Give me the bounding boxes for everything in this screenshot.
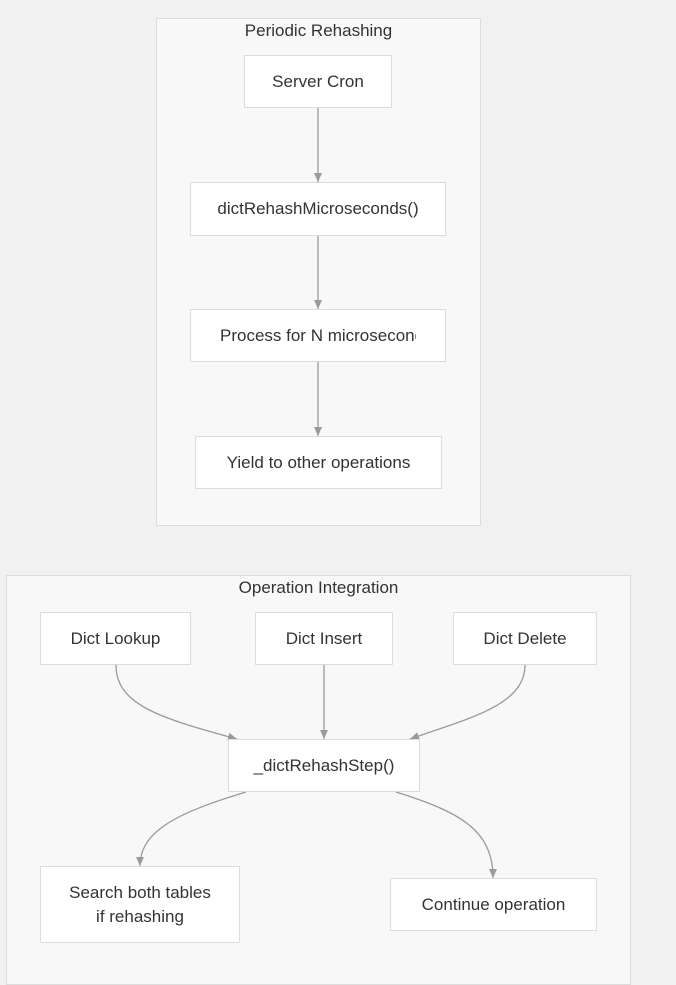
node-yield-other-operations: Yield to other operations <box>195 436 442 489</box>
node-dict-insert-label: Dict Insert <box>285 628 363 648</box>
cluster-title-periodic-rehashing: Periodic Rehashing <box>244 21 393 40</box>
node-dict-delete-label: Dict Delete <box>483 628 567 648</box>
node-server-cron-label: Server Cron <box>272 71 364 91</box>
node-process-n-microseconds-label: Process for N microseconds <box>220 325 416 345</box>
node-dict-rehash-step-label: _dictRehashStep() <box>253 755 395 775</box>
node-dict-rehash-step: _dictRehashStep() <box>228 739 420 792</box>
node-dict-lookup: Dict Lookup <box>40 612 191 665</box>
node-dict-rehash-microseconds-label: dictRehashMicroseconds() <box>217 199 419 218</box>
node-process-n-microseconds: Process for N microseconds <box>190 309 446 362</box>
node-continue-operation-label: Continue operation <box>421 894 566 914</box>
node-server-cron: Server Cron <box>244 55 392 108</box>
cluster-title-operation-integration: Operation Integration <box>238 578 399 597</box>
node-dict-insert: Dict Insert <box>255 612 393 665</box>
node-search-both-tables-label: Search both tables if rehashing <box>69 882 211 926</box>
node-continue-operation: Continue operation <box>390 878 597 931</box>
node-dict-lookup-label: Dict Lookup <box>70 628 161 648</box>
node-dict-delete: Dict Delete <box>453 612 597 665</box>
node-dict-rehash-microseconds: dictRehashMicroseconds() <box>190 182 446 236</box>
node-yield-other-operations-label: Yield to other operations <box>226 452 411 472</box>
node-search-both-tables: Search both tables if rehashing <box>40 866 240 943</box>
